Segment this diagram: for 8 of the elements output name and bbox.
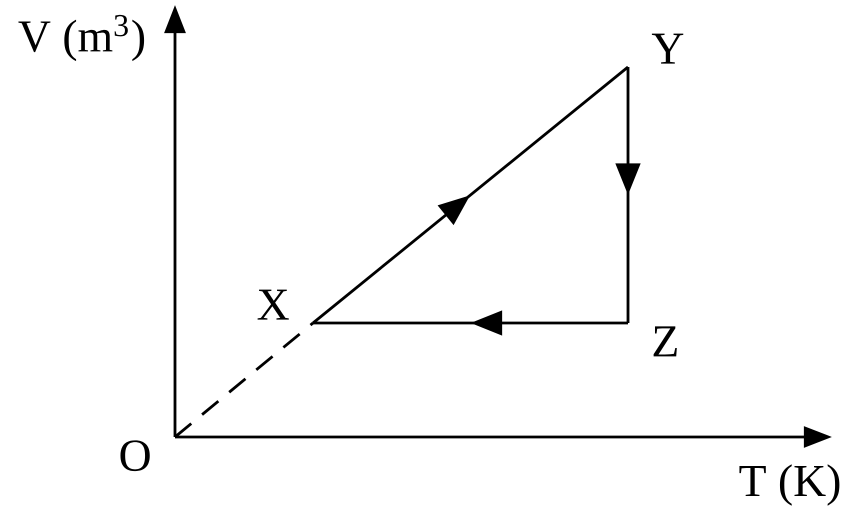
point-label: Y xyxy=(652,34,684,64)
point-label: Z xyxy=(654,326,677,356)
process-line xyxy=(312,66,629,324)
axis-label: V (m$^{3}$) xyxy=(18,14,144,62)
process-line xyxy=(174,322,314,438)
point-label: O xyxy=(120,440,150,472)
point-label: X xyxy=(258,290,289,320)
axis-label: T (K) xyxy=(739,464,840,506)
